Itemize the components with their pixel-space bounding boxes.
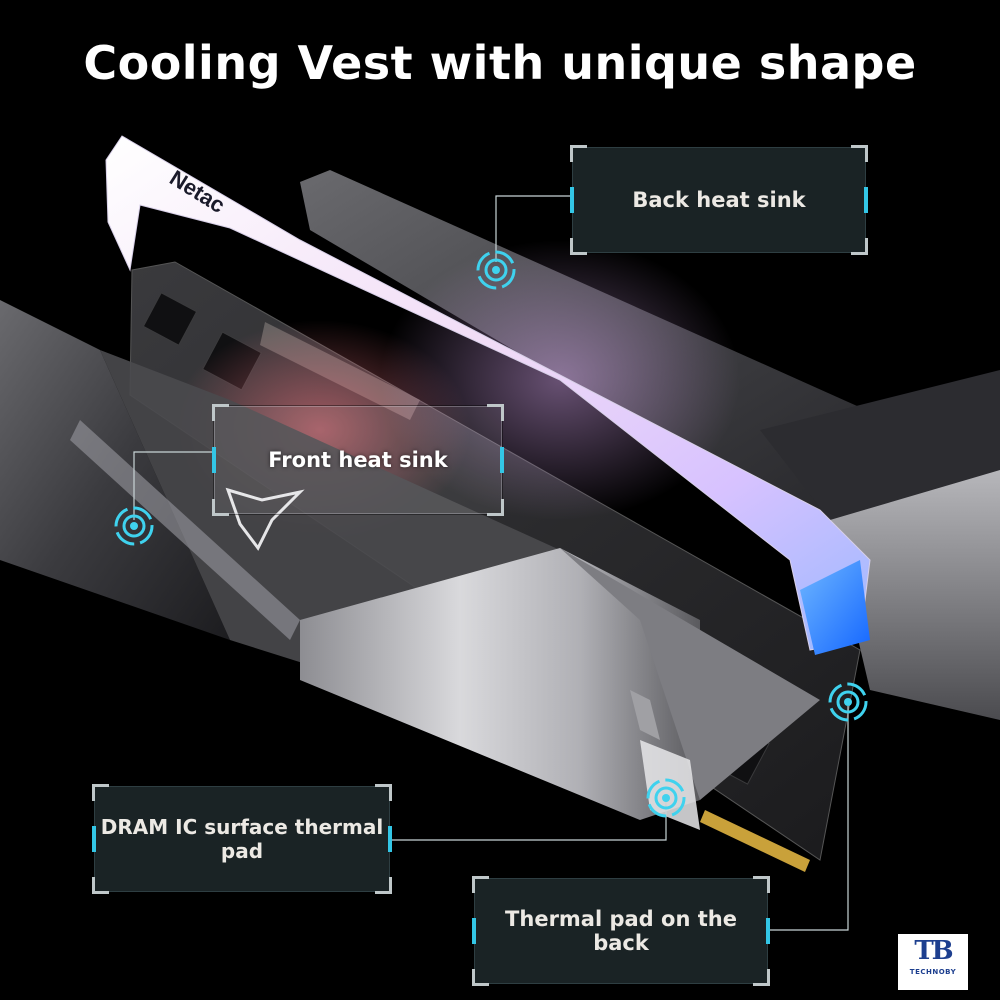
front-heat-sink-face [300,548,700,820]
back-heat-sink-lower [830,470,1000,720]
label-text: Thermal pad on the back [505,907,737,955]
target-marker-icon [828,682,868,722]
leader-line-front [133,451,214,520]
page-title: Cooling Vest with unique shape [83,36,917,90]
label-front-heat-sink: Front heat sink [212,404,504,516]
leader-line-thermal [766,706,849,931]
watermark-text: TECHNOBY [909,968,957,976]
gold-contacts [700,810,810,872]
technoby-logo-icon: TB [914,936,953,966]
dram-chip [142,292,198,346]
technoby-watermark: TB TECHNOBY [898,934,968,990]
label-text: Front heat sink [268,448,448,472]
leader-line-back [495,195,572,262]
wolf-logo-icon [225,487,305,551]
rgb-light-bar-tip [800,560,870,655]
thermal-pad-back-piece [640,740,700,830]
leader-lines [133,195,849,931]
leader-line-dram [388,800,667,841]
rgb-light-bar [105,135,871,651]
target-marker-icon [114,506,154,546]
front-heat-sink-edge [70,420,300,640]
label-thermal-pad-back: Thermal pad on the back [472,876,770,986]
label-back-heat-sink: Back heat sink [570,145,868,255]
label-text: DRAM IC surface thermal pad [100,815,384,863]
clip-piece [630,690,660,740]
label-text: Back heat sink [632,188,806,212]
label-dram-ic-thermal-pad: DRAM IC surface thermal pad [92,784,392,894]
target-marker-icon [476,250,516,290]
back-heat-sink-fin [760,370,1000,520]
front-heat-sink-lower [560,548,820,800]
target-marker-icon [646,778,686,818]
